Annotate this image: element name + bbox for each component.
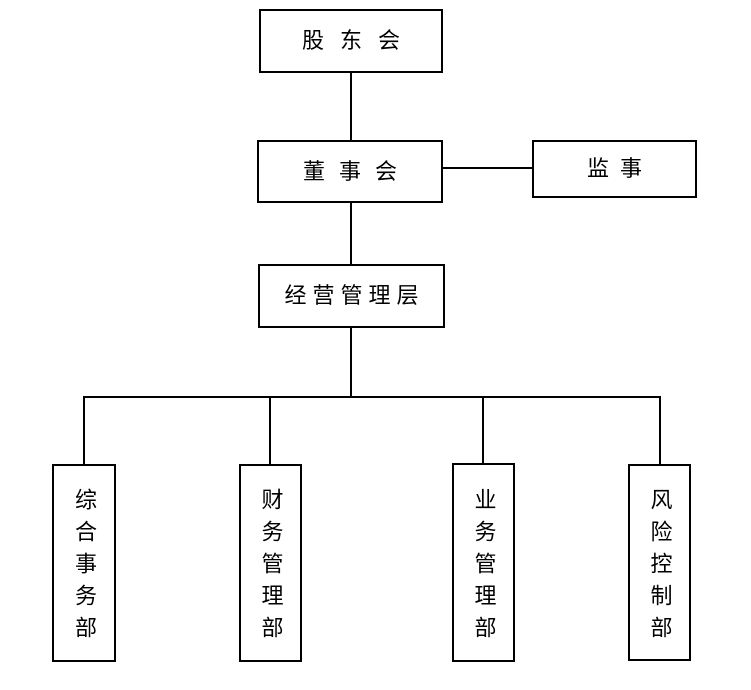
node-supervisor-label: 监事 [586,156,653,181]
connector-management-to-bus [350,327,352,397]
node-shareholders-label: 股东会 [301,28,416,53]
node-management-label: 经营管理层 [284,283,425,308]
node-board-label: 董事会 [302,158,411,184]
node-board-of-directors: 董事会 [257,140,443,203]
node-finance-label: 财务管理部 [258,488,284,648]
connector-shareholders-board [350,72,352,140]
node-business-label: 业务管理部 [471,487,497,648]
node-business-dept: 业务管理部 [452,463,515,662]
connector-drop-business [482,396,484,463]
connector-drop-finance [269,396,271,464]
node-risk-control-dept: 风险控制部 [628,464,691,661]
node-shareholders-meeting: 股东会 [259,9,443,73]
node-management-level: 经营管理层 [258,264,445,328]
node-supervisor: 监事 [532,140,697,198]
connector-board-management [350,202,352,264]
connector-drop-general-affairs [83,396,85,464]
node-finance-dept: 财务管理部 [239,464,302,662]
connector-board-supervisor [443,167,532,169]
connector-drop-risk-control [659,396,661,464]
node-general-affairs-label: 综合事务部 [72,488,97,648]
connector-distribution-bus [83,396,661,398]
node-general-affairs-dept: 综合事务部 [52,464,116,662]
node-risk-control-label: 风险控制部 [647,487,673,648]
